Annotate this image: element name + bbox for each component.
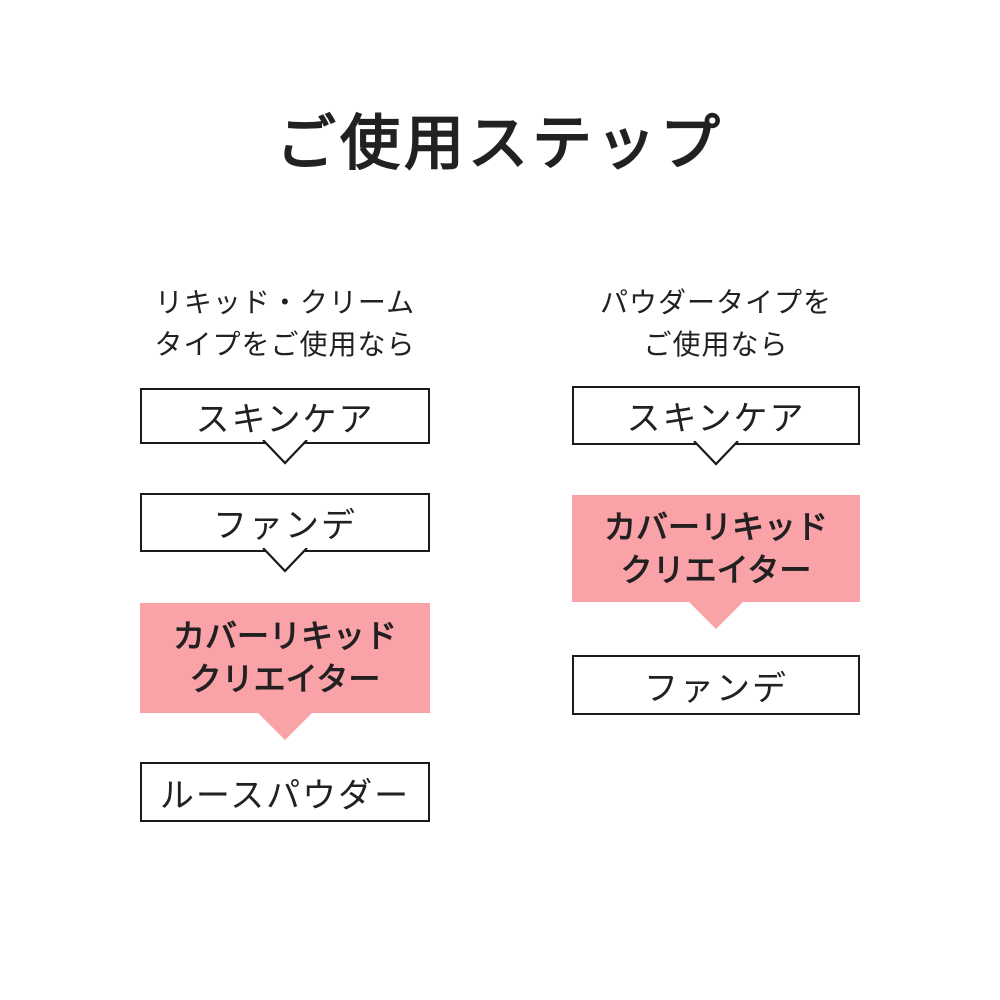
step-label: スキンケア bbox=[195, 400, 375, 439]
step-box-cover-liquid-creator: カバーリキッド クリエイター bbox=[572, 495, 860, 629]
down-arrow-notch-icon bbox=[262, 440, 308, 465]
column-header-powder: パウダータイプを ご使用なら bbox=[542, 282, 890, 366]
step-label-line: クリエイター bbox=[189, 661, 381, 697]
step-label: ファンデ bbox=[213, 507, 357, 545]
down-arrow-pointer-icon bbox=[258, 713, 312, 740]
step-box-skincare: スキンケア bbox=[572, 386, 860, 466]
page-title: ご使用ステップ bbox=[276, 110, 724, 177]
step-label-line: カバーリキッド bbox=[603, 508, 828, 545]
column-header-line: パウダータイプを bbox=[599, 287, 832, 318]
step-box-cover-liquid-creator: カバーリキッド クリエイター bbox=[140, 603, 430, 740]
down-arrow-notch-icon bbox=[262, 548, 308, 573]
column-header-line: リキッド・クリーム bbox=[154, 287, 416, 318]
step-label: スキンケア bbox=[626, 400, 806, 438]
step-label-line: カバーリキッド bbox=[172, 618, 397, 654]
step-label-line: クリエイター bbox=[620, 551, 812, 588]
column-header-liquid-cream: リキッド・クリーム タイプをご使用なら bbox=[110, 282, 460, 366]
step-label: ファンデ bbox=[644, 669, 788, 708]
step-box-foundation: ファンデ bbox=[572, 655, 860, 715]
step-box-loose-powder: ルースパウダー bbox=[140, 762, 430, 822]
down-arrow-pointer-icon bbox=[689, 602, 743, 629]
step-box-foundation: ファンデ bbox=[140, 493, 430, 573]
down-arrow-notch-icon bbox=[693, 441, 739, 466]
step-box-skincare: スキンケア bbox=[140, 388, 430, 465]
column-header-line: ご使用なら bbox=[643, 329, 789, 360]
step-label: ルースパウダー bbox=[159, 776, 411, 815]
column-header-line: タイプをご使用なら bbox=[154, 329, 416, 360]
